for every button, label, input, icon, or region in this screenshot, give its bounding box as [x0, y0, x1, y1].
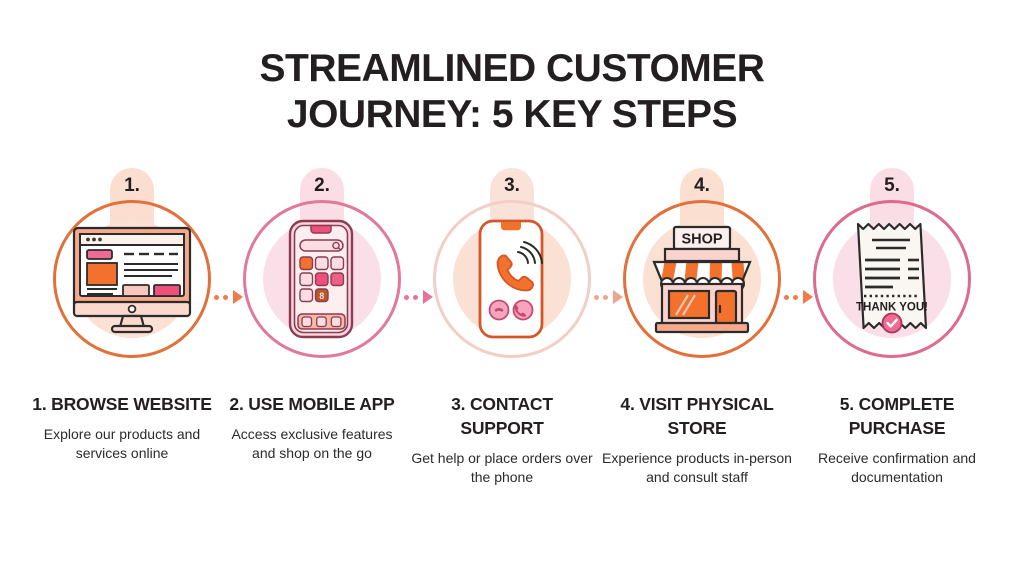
step-4-circle: SHOP — [623, 200, 781, 358]
arrow-dot — [603, 294, 608, 300]
step-2-circle: 8 — [243, 200, 401, 358]
steps-row: 1. — [0, 168, 1024, 358]
step-4-description: Experience products in-person and consul… — [602, 450, 792, 485]
step-4-number: 4. — [694, 175, 710, 196]
step-3-number: 3. — [504, 175, 520, 196]
title-line-1: STREAMLINED CUSTOMER — [259, 47, 765, 90]
step-3-heading: 3. CONTACT SUPPORT — [451, 394, 553, 438]
svg-text:8: 8 — [319, 291, 324, 301]
arrow-3-to-4 — [594, 290, 623, 304]
step-5-circle: THANK YOU! — [813, 200, 971, 358]
page-title: STREAMLINED CUSTOMER JOURNEY: 5 KEY STEP… — [0, 46, 1024, 138]
caption-1: 1. BROWSE WEBSITE Explore our products a… — [27, 392, 217, 487]
step-4-heading: 4. VISIT PHYSICAL STORE — [620, 394, 774, 438]
arrow-4-to-5 — [784, 290, 813, 304]
arrow-dot — [594, 294, 599, 300]
step-2: 2. — [227, 168, 433, 358]
arrow-head — [803, 290, 813, 304]
arrow-head — [613, 290, 623, 304]
caption-3: 3. CONTACT SUPPORT Get help or place ord… — [407, 392, 597, 487]
step-5-description: Receive confirmation and documentation — [818, 450, 976, 485]
step-5-number: 5. — [884, 175, 900, 196]
arrow-dot — [413, 294, 418, 300]
receipt-thanks-text: THANK YOU! — [856, 302, 928, 314]
step-2-heading: 2. USE MOBILE APP — [229, 394, 395, 414]
step-2-description: Access exclusive features and shop on th… — [231, 426, 393, 461]
step-3: 3. — [417, 168, 623, 358]
arrow-dot — [404, 294, 409, 300]
step-3-description: Get help or place orders over the phone — [411, 450, 593, 485]
arrow-dot — [793, 294, 798, 300]
step-1-number: 1. — [124, 175, 140, 196]
step-1-heading: 1. BROWSE WEBSITE — [32, 394, 212, 414]
shop-sign-text: SHOP — [681, 232, 722, 248]
caption-4: 4. VISIT PHYSICAL STORE Experience produ… — [597, 392, 797, 487]
phone-call-support-icon — [474, 218, 550, 340]
step-5-heading: 5. COMPLETE PURCHASE — [839, 394, 955, 438]
step-4: 4. SHOP — [607, 168, 813, 358]
caption-2: 2. USE MOBILE APP Access exclusive featu… — [217, 392, 407, 487]
mobile-phone-apps-icon: 8 — [284, 218, 360, 340]
step-1: 1. — [37, 168, 243, 358]
step-1-description: Explore our products and services online — [43, 426, 201, 461]
arrow-dot — [784, 294, 789, 300]
step-5: 5. — [797, 168, 987, 358]
step-3-circle — [433, 200, 591, 358]
captions-row: 1. BROWSE WEBSITE Explore our products a… — [0, 392, 1024, 487]
step-2-number: 2. — [314, 175, 330, 196]
arrow-2-to-3 — [404, 290, 433, 304]
arrow-1-to-2 — [214, 290, 243, 304]
arrow-head — [233, 290, 243, 304]
shop-storefront-icon: SHOP — [640, 221, 764, 337]
desktop-monitor-icon — [68, 224, 196, 334]
arrow-dot — [223, 294, 228, 300]
receipt-thank-you-icon: THANK YOU! — [848, 216, 936, 342]
arrow-head — [423, 290, 433, 304]
title-line-2: JOURNEY: 5 KEY STEPS — [286, 93, 738, 136]
arrow-dot — [214, 294, 219, 300]
caption-5: 5. COMPLETE PURCHASE Receive confirmatio… — [797, 392, 997, 487]
step-1-circle — [53, 200, 211, 358]
